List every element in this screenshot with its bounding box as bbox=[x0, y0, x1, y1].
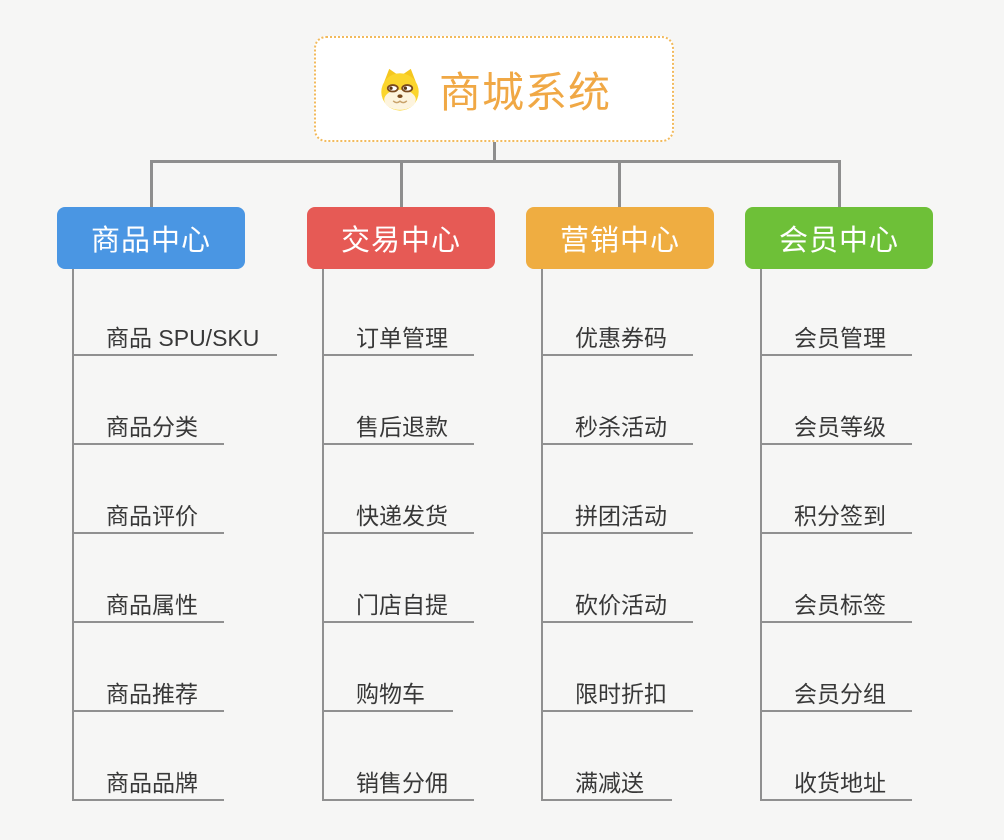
connector-line bbox=[618, 160, 621, 207]
connector-line bbox=[150, 160, 839, 163]
branch-node-product-center[interactable]: 商品中心 bbox=[57, 207, 245, 269]
leaf-node[interactable]: 积分签到 bbox=[760, 500, 912, 534]
leaf-node[interactable]: 门店自提 bbox=[322, 589, 474, 623]
branch-node-member-center[interactable]: 会员中心 bbox=[745, 207, 933, 269]
leaf-node[interactable]: 商品品牌 bbox=[72, 767, 224, 801]
leaf-node[interactable]: 优惠券码 bbox=[541, 322, 693, 356]
leaf-node[interactable]: 砍价活动 bbox=[541, 589, 693, 623]
root-node[interactable]: 商城系统 bbox=[314, 36, 674, 142]
leaf-node[interactable]: 售后退款 bbox=[322, 411, 474, 445]
branch-trunk-line bbox=[541, 269, 543, 801]
dog-face-icon bbox=[377, 66, 423, 112]
branch-trunk-line bbox=[760, 269, 762, 801]
leaf-node[interactable]: 会员等级 bbox=[760, 411, 912, 445]
leaf-node[interactable]: 满减送 bbox=[541, 767, 672, 801]
connector-line bbox=[493, 140, 496, 163]
connector-line bbox=[838, 160, 841, 207]
leaf-node[interactable]: 快递发货 bbox=[322, 500, 474, 534]
connector-line bbox=[400, 160, 403, 207]
leaf-node[interactable]: 秒杀活动 bbox=[541, 411, 693, 445]
branch-node-trade-center[interactable]: 交易中心 bbox=[307, 207, 495, 269]
branch-trunk-line bbox=[72, 269, 74, 801]
connector-line bbox=[150, 160, 153, 207]
leaf-node[interactable]: 限时折扣 bbox=[541, 678, 693, 712]
leaf-node[interactable]: 商品推荐 bbox=[72, 678, 224, 712]
leaf-node[interactable]: 销售分佣 bbox=[322, 767, 474, 801]
branch-node-marketing-center[interactable]: 营销中心 bbox=[526, 207, 714, 269]
leaf-node[interactable]: 商品 SPU/SKU bbox=[72, 322, 277, 356]
root-title: 商城系统 bbox=[438, 68, 611, 116]
leaf-node[interactable]: 收货地址 bbox=[760, 767, 912, 801]
leaf-node[interactable]: 商品属性 bbox=[72, 589, 224, 623]
branch-trunk-line bbox=[322, 269, 324, 801]
leaf-node[interactable]: 会员分组 bbox=[760, 678, 912, 712]
leaf-node[interactable]: 商品分类 bbox=[72, 411, 224, 445]
leaf-node[interactable]: 拼团活动 bbox=[541, 500, 693, 534]
leaf-node[interactable]: 会员管理 bbox=[760, 322, 912, 356]
leaf-node[interactable]: 购物车 bbox=[322, 678, 453, 712]
leaf-node[interactable]: 会员标签 bbox=[760, 589, 912, 623]
leaf-node[interactable]: 商品评价 bbox=[72, 500, 224, 534]
leaf-node[interactable]: 订单管理 bbox=[322, 322, 474, 356]
